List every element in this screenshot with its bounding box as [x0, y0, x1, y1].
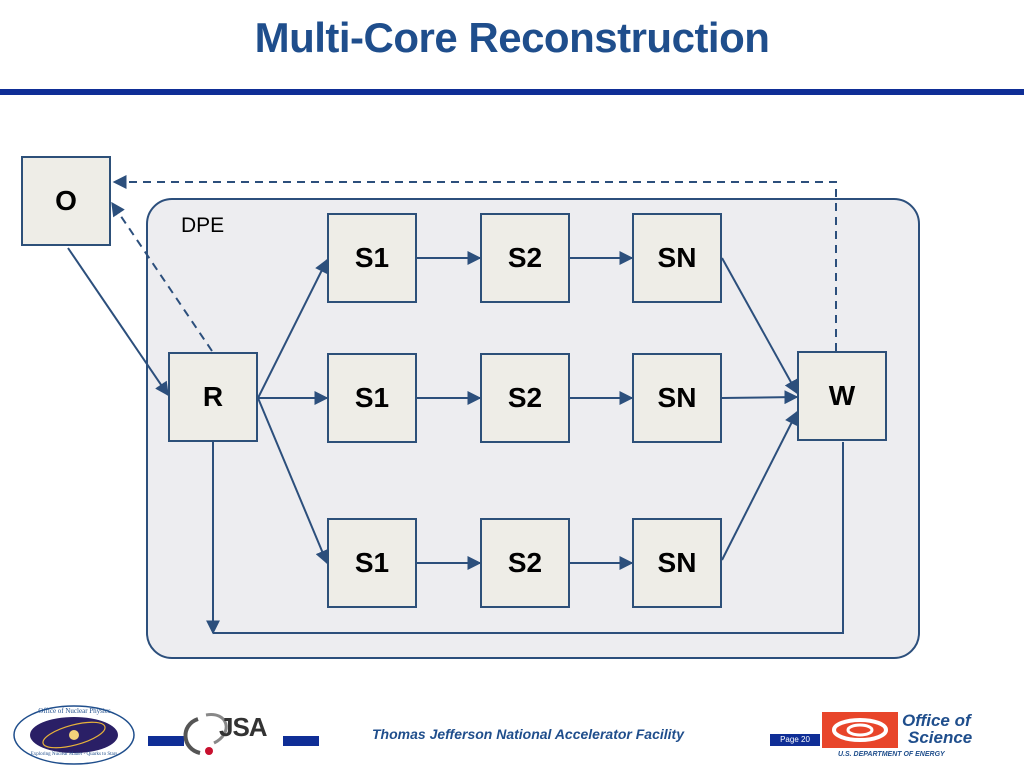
arrow-r-to-s1-row3 — [257, 397, 329, 565]
node-sn-row2: SN — [632, 353, 722, 443]
arrow-w-to-r-loop — [213, 442, 844, 634]
node-s1-row3: S1 — [327, 518, 417, 608]
node-s2-row2: S2 — [480, 353, 570, 443]
doe-line-3: U.S. DEPARTMENT OF ENERGY — [838, 751, 945, 758]
nuclear-physics-ring-top: Office of Nuclear Physics — [38, 707, 111, 715]
node-r: R — [168, 352, 258, 442]
node-w: W — [797, 351, 887, 441]
node-s2-row3: S2 — [480, 518, 570, 608]
doe-office-of-science-logo — [822, 712, 898, 748]
node-sn-row1: SN — [632, 213, 722, 303]
footer-bar-center — [283, 736, 319, 746]
page-number: Page 20 — [770, 734, 820, 746]
facility-name: Thomas Jefferson National Accelerator Fa… — [372, 726, 684, 742]
node-o: O — [21, 156, 111, 246]
arrow-sn-to-w-row3 — [721, 410, 798, 561]
doe-line-1: Office of — [902, 711, 971, 730]
arrow-sn-to-w-row1 — [721, 257, 798, 395]
nuclear-physics-ring-bottom: Exploring Nuclear Matter - Quarks to Sta… — [30, 752, 118, 757]
doe-line-2: Science — [908, 728, 973, 747]
arrow-sn-to-w-row2 — [721, 390, 799, 405]
jsa-logo-text: JSA — [219, 712, 268, 742]
dashed-arrow-w-to-o — [112, 175, 837, 351]
footer-bar-left — [148, 736, 184, 746]
node-s2-row1: S2 — [480, 213, 570, 303]
nuclear-physics-logo — [13, 705, 135, 765]
title-divider — [0, 89, 1024, 95]
dpe-label: DPE — [181, 214, 225, 237]
dashed-arrow-r-to-o — [111, 201, 213, 352]
node-s1-row1: S1 — [327, 213, 417, 303]
jsa-logo — [183, 713, 228, 755]
arrow-o-to-r — [67, 247, 169, 397]
node-sn-row3: SN — [632, 518, 722, 608]
arrow-r-to-s1-row1 — [257, 258, 328, 399]
slide-title: Multi-Core Reconstruction — [254, 14, 770, 61]
node-s1-row2: S1 — [327, 353, 417, 443]
